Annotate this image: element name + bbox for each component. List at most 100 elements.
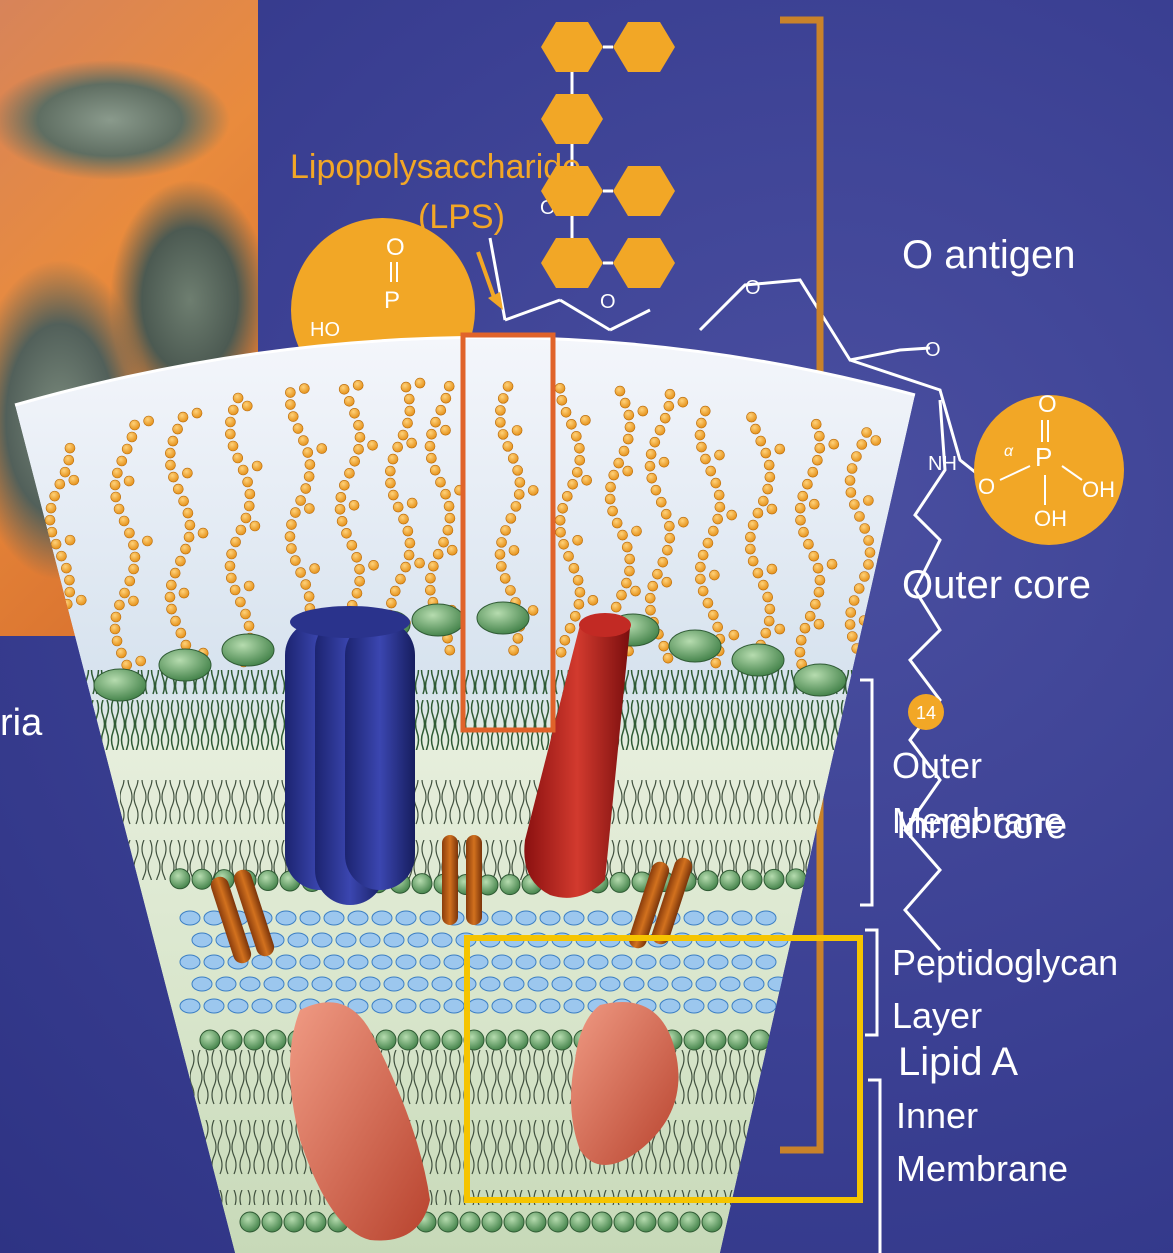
lps-bead xyxy=(388,454,398,464)
lps-bead xyxy=(574,443,584,453)
lipid-head xyxy=(728,1030,748,1050)
lps-bead xyxy=(503,441,513,451)
peptidoglycan-bead xyxy=(552,977,572,991)
lps-bead xyxy=(646,605,656,615)
peptidoglycan-bead xyxy=(756,955,776,969)
peptidoglycan-bead xyxy=(204,999,224,1013)
lps-bead xyxy=(286,520,296,530)
lipid-head xyxy=(552,1030,572,1050)
lps-bead xyxy=(505,585,515,595)
lps-bead xyxy=(228,405,238,415)
lps-bead xyxy=(226,573,236,583)
lps-bead xyxy=(244,501,254,511)
peptidoglycan-bead xyxy=(672,977,692,991)
lps-bead xyxy=(652,569,662,579)
lps-bead xyxy=(612,518,622,528)
lps-bead xyxy=(860,523,870,533)
lps-bead xyxy=(511,501,521,511)
lps-bead xyxy=(317,444,327,454)
peptidoglycan-bead xyxy=(516,955,536,969)
lps-bead xyxy=(393,502,403,512)
lps-bead xyxy=(501,525,511,535)
lps-bead xyxy=(764,616,774,626)
peptidoglycan-bead xyxy=(276,911,296,925)
lps-bead xyxy=(711,478,721,488)
lps-bead xyxy=(64,575,74,585)
lps-bead xyxy=(285,400,295,410)
lps-bead xyxy=(122,660,132,670)
lps-bead xyxy=(405,538,415,548)
lps-bead xyxy=(575,587,585,597)
lps-bead xyxy=(764,460,774,470)
lps-bead xyxy=(436,405,446,415)
lps-bead xyxy=(225,561,235,571)
lps-bead xyxy=(130,552,140,562)
lps-bead xyxy=(829,439,839,449)
lps-bead xyxy=(354,444,364,454)
lps-bead xyxy=(167,604,177,614)
lps-bead xyxy=(51,539,61,549)
lps-bead xyxy=(61,563,71,573)
lps-bead xyxy=(425,585,435,595)
lps-bead xyxy=(337,516,347,526)
lps-bead xyxy=(711,658,721,668)
lps-bead xyxy=(443,525,453,535)
lps-bead xyxy=(814,431,824,441)
lipid-head xyxy=(684,1030,704,1050)
lps-bead xyxy=(800,623,810,633)
peptidoglycan-bead xyxy=(252,999,272,1013)
lps-bead xyxy=(622,542,632,552)
lipid-head xyxy=(504,1212,524,1232)
lps-bead xyxy=(857,439,867,449)
lps-bead xyxy=(49,671,59,681)
lps-bead xyxy=(815,575,825,585)
lps-bead xyxy=(230,585,240,595)
lps-bead xyxy=(646,449,656,459)
lps-bead xyxy=(54,683,64,693)
lps-bead xyxy=(560,635,570,645)
lps-bead xyxy=(285,388,295,398)
lps-bead xyxy=(433,549,443,559)
lipid-head xyxy=(592,1212,612,1232)
peptidoglycan-bead xyxy=(276,955,296,969)
peptidoglycan-bead xyxy=(540,911,560,925)
lps-bead xyxy=(184,532,194,542)
lps-bead xyxy=(865,547,875,557)
lps-bead xyxy=(851,451,861,461)
lipid-head xyxy=(244,1030,264,1050)
lipid-head xyxy=(702,1212,722,1232)
lps-bead xyxy=(648,581,658,591)
lps-bead xyxy=(296,496,306,506)
lps-bead xyxy=(714,450,724,460)
lps-bead xyxy=(506,513,516,523)
lps-bead xyxy=(859,571,869,581)
lps-bead xyxy=(293,424,303,434)
lps-bead xyxy=(301,484,311,494)
lps-bead xyxy=(574,599,584,609)
lps-bead xyxy=(447,545,457,555)
lps-bead xyxy=(426,453,436,463)
lps-bead xyxy=(796,515,806,525)
peptidoglycan-bead xyxy=(432,933,452,947)
lps-bead xyxy=(124,528,134,538)
lps-bead xyxy=(182,468,192,478)
right-phosphate-p: P xyxy=(1035,442,1052,472)
chem-o-right: O xyxy=(925,339,941,361)
right-phosphate-group: O P α O OH OH xyxy=(974,391,1124,545)
lps-bead xyxy=(650,437,660,447)
lipid-head xyxy=(258,871,278,891)
peptidoglycan-bead xyxy=(384,977,404,991)
lps-bead xyxy=(715,502,725,512)
lps-bead xyxy=(117,456,127,466)
lps-bead xyxy=(441,393,451,403)
lps-bead xyxy=(619,446,629,456)
lps-bead xyxy=(647,473,657,483)
lps-bead xyxy=(713,514,723,524)
lps-bead xyxy=(185,520,195,530)
peptidoglycan-bead xyxy=(444,999,464,1013)
inner-membrane-label-2: Membrane xyxy=(896,1148,1068,1190)
lps-bead xyxy=(758,496,768,506)
lipid-head xyxy=(720,870,740,890)
lps-bead xyxy=(335,504,345,514)
lps-bead xyxy=(565,623,575,633)
